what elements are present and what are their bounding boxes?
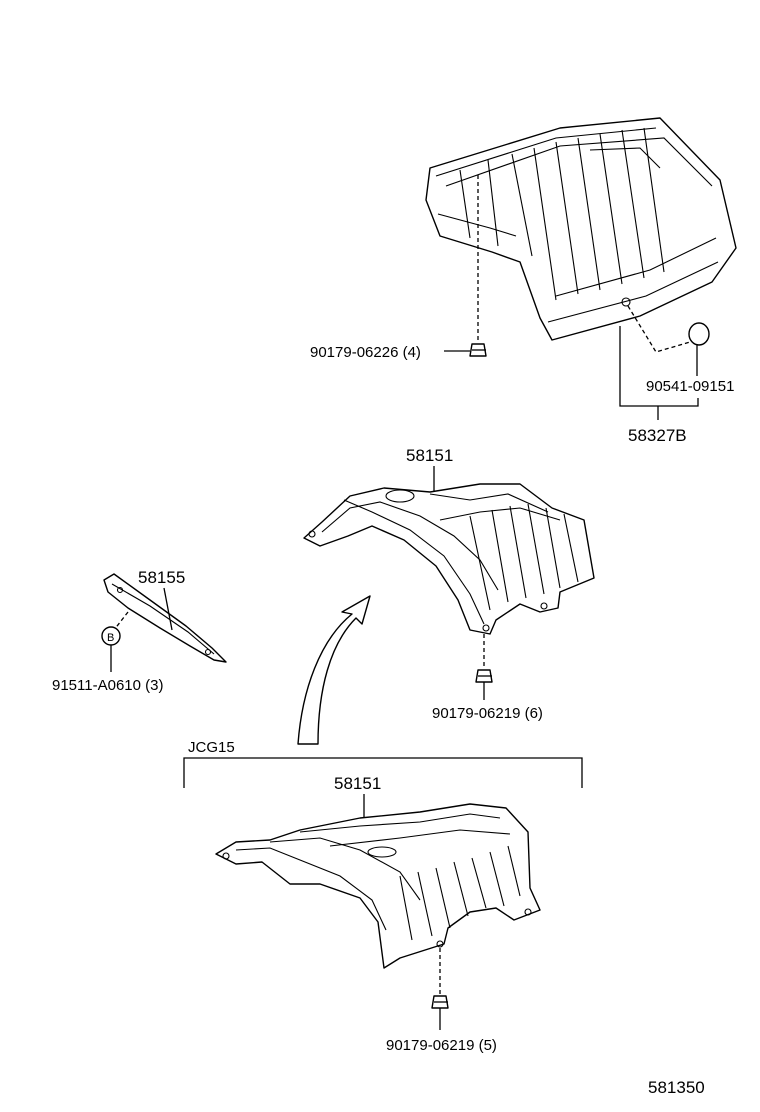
label-nut-middle: 90179-06219 (6)	[432, 705, 543, 722]
variant-arrow	[297, 595, 371, 745]
label-shield-middle: 58151	[406, 446, 453, 465]
heat-insulator-58151-lower[interactable]	[215, 803, 541, 969]
label-plug: 91511-A0610 (3)	[52, 677, 163, 694]
label-shield-top: 58327B	[628, 426, 687, 445]
heat-insulator-58151-upper[interactable]	[303, 483, 595, 635]
bolt-90179-06226[interactable]	[469, 343, 487, 357]
label-clip-right: 90541-09151	[646, 378, 734, 395]
diagram-number: 581350	[648, 1078, 705, 1097]
label-shield-bottom: 58151	[334, 774, 381, 793]
bracket-58155[interactable]	[103, 573, 227, 663]
label-bolt-top: 90179-06226 (4)	[310, 344, 421, 361]
label-variant: JCG15	[188, 739, 235, 756]
svg-text:B: B	[107, 632, 114, 644]
label-nut-bottom: 90179-06219 (5)	[386, 1037, 497, 1054]
nut-90179-06219-lower[interactable]	[431, 995, 449, 1009]
nut-90179-06219-middle[interactable]	[475, 669, 493, 683]
heat-insulator-58327b[interactable]	[425, 117, 737, 341]
clip-90541-09151[interactable]	[688, 322, 710, 346]
plug-91511-a0610[interactable]: B	[101, 626, 121, 646]
label-bracket: 58155	[138, 568, 185, 587]
